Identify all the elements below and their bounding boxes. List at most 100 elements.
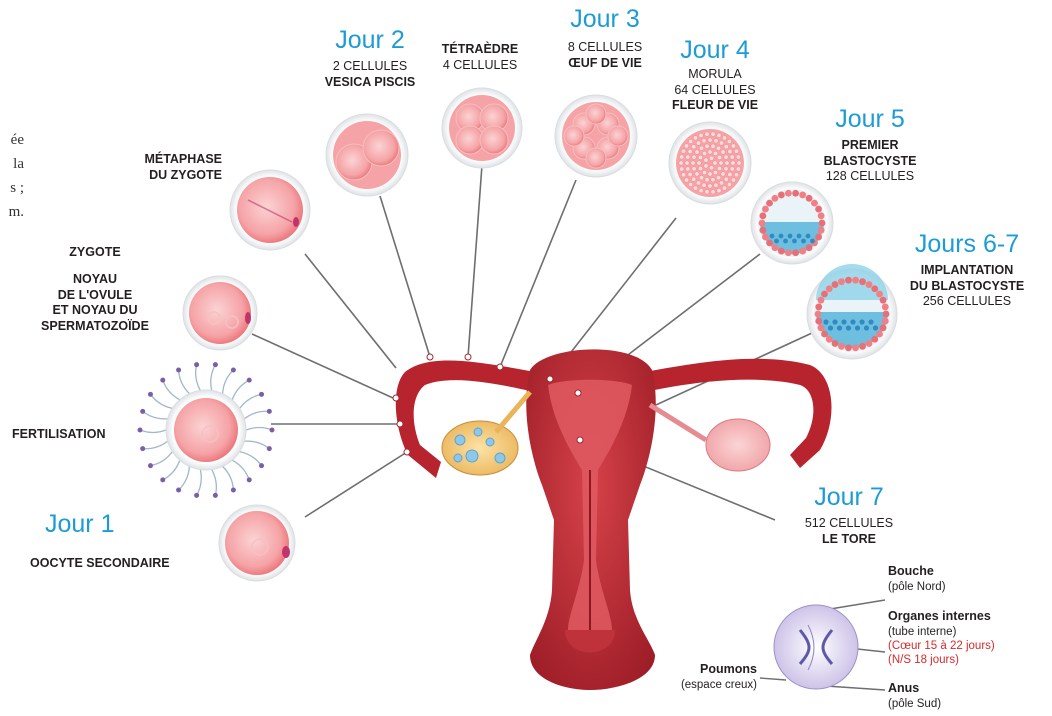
poumons-title: Poumons [650, 662, 757, 678]
cell-tetraedre [442, 88, 522, 168]
morula-cell [702, 139, 706, 143]
morula-cell [724, 155, 728, 159]
morula-cell [724, 145, 728, 149]
morula-cell [713, 161, 717, 165]
sperm-tail [163, 380, 180, 400]
inner-cell-mass [823, 319, 828, 324]
inner-cell-mass [801, 239, 806, 244]
blastocyst-cell [806, 195, 813, 202]
jour1-stage-label: OOCYTE SECONDAIRE [30, 556, 170, 572]
organes-ns-note: (N/S 18 jours) [888, 653, 995, 667]
jour67-cells: 256 CELLULES [892, 294, 1042, 310]
organes-sub: (tube interne) [888, 625, 995, 639]
blastocyst-cell [845, 344, 852, 351]
inner-cell-mass [846, 325, 851, 330]
organes-heart-note: (Cœur 15 à 22 jours) [888, 639, 995, 653]
blastocyst-cell [845, 277, 852, 284]
jour5-label: Jour 5 PREMIER BLASTOCYSTE 128 CELLULES [805, 107, 935, 185]
morula-cell [728, 149, 732, 153]
morula-cell [704, 158, 708, 162]
sperm-tail [143, 441, 168, 448]
fragment-line-2: la [0, 152, 24, 176]
blastocyst-cell [832, 281, 839, 288]
sperm-head [176, 488, 181, 493]
inner-cell-mass [788, 234, 793, 239]
morula-cell [714, 183, 718, 187]
blastocyst-cell [852, 277, 859, 284]
morula-cell [693, 136, 697, 140]
torus-bouche-label: Bouche (pôle Nord) [888, 564, 946, 594]
inner-cell-mass [810, 239, 815, 244]
sperm-head [247, 378, 252, 383]
morula-cell [722, 186, 726, 190]
blastocyst-cell [799, 192, 806, 199]
morula-cell [731, 161, 735, 165]
morula-cell [699, 146, 703, 150]
morula-cell [692, 167, 696, 171]
inner-cell-mass [779, 234, 784, 239]
sperm-head [247, 477, 252, 482]
inner-cell-mass [855, 325, 860, 330]
blastocyst-cell [766, 200, 773, 207]
blastocyst-cell [876, 331, 883, 338]
morula-cell [731, 144, 735, 148]
blastocyst-cell [759, 227, 766, 234]
morula-cell [713, 151, 717, 155]
cell-jour5 [751, 182, 833, 264]
torus-organes-label: Organes internes (tube interne) (Cœur 15… [888, 609, 995, 668]
morula-cell [688, 139, 692, 143]
morula-cell [713, 170, 717, 174]
morula-cell [719, 181, 723, 185]
blastocyst-cell [778, 192, 785, 199]
morula-cell [709, 166, 713, 170]
sperm-tail [140, 430, 166, 433]
jour7-name: LE TORE [785, 532, 913, 548]
sperm-tail [211, 365, 216, 391]
jour1-day-label: Jour 1 [45, 512, 114, 537]
blastocyst-cell [762, 206, 769, 213]
sperm-tail [163, 460, 180, 480]
morula-cell [691, 161, 695, 165]
morula-cell [724, 167, 728, 171]
blastocyst-cell [762, 234, 769, 241]
fragment-line-1: ée [0, 128, 24, 152]
morula-cell [684, 144, 688, 148]
blastocyst-cell [792, 190, 799, 197]
morula-cell [695, 150, 699, 154]
morula-cell [708, 184, 712, 188]
morula-cell [698, 166, 702, 170]
zygote-line-2: DE L'OVULE [15, 288, 175, 304]
sperm-head [160, 378, 165, 383]
morula-cell [724, 177, 728, 181]
jour5-day: Jour 5 [805, 107, 935, 132]
torus-anus-label: Anus (pôle Sud) [888, 681, 941, 711]
jour4-cells: 64 CELLULES [650, 83, 780, 99]
blastocyst-cell [866, 340, 873, 347]
morula-cell [696, 181, 700, 185]
sperm-head [259, 463, 264, 468]
morula-cell [717, 133, 721, 137]
sperm-tail [179, 466, 190, 490]
sperm-tail [150, 394, 172, 408]
morula-cell [693, 186, 697, 190]
sperm-head [267, 446, 272, 451]
blastocyst-cell [785, 190, 792, 197]
morula-cell [730, 155, 734, 159]
morula-cell [686, 167, 690, 171]
cell-jour4 [669, 122, 751, 204]
inner-cell-mass [868, 319, 873, 324]
inner-cell-mass [783, 239, 788, 244]
inner-cell-mass [797, 234, 802, 239]
zygote-line-3: ET NOYAU DU [15, 303, 175, 319]
sperm-tail [244, 441, 269, 448]
morula-cell [679, 161, 683, 165]
sperm-tail [223, 466, 234, 490]
blastocyst-cell [838, 343, 845, 350]
morula-cell [730, 167, 734, 171]
blastocyst-cell [806, 244, 813, 251]
sperm-head [231, 367, 236, 372]
inner-cell-mass [841, 319, 846, 324]
uterus-illustration [396, 349, 832, 690]
morula-cell [719, 161, 723, 165]
sperm-head [259, 392, 264, 397]
